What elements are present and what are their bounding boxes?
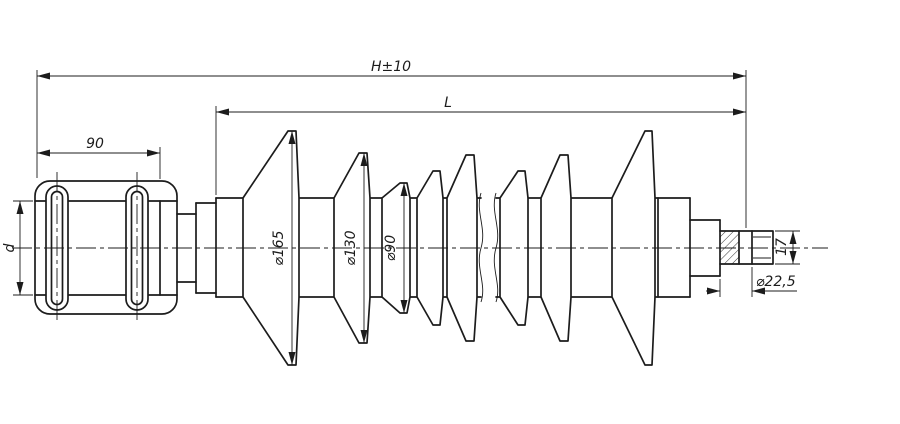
weather-shed xyxy=(499,170,529,326)
dim-pin-diameter-22-5: ⌀22,5 xyxy=(706,267,797,297)
clamp-body xyxy=(34,180,178,315)
dim-label-22-5: ⌀22,5 xyxy=(756,274,796,290)
dim-label-d: d xyxy=(2,243,18,252)
dim-label-90: 90 xyxy=(86,136,104,152)
dim-label-17: 17 xyxy=(774,238,790,256)
dim-label-H: H±10 xyxy=(371,59,411,75)
centerlines xyxy=(12,172,828,324)
thread-lines xyxy=(753,236,771,259)
dim-pin-length-17: 17 xyxy=(774,230,800,265)
break-lines xyxy=(478,192,499,303)
dim-overall-length-H: H±10 xyxy=(36,59,747,228)
dim-clamp-width-90: 90 xyxy=(37,136,161,179)
clamp-fitting xyxy=(34,180,178,315)
clamp-to-housing-transition xyxy=(176,197,217,298)
dim-label-L: L xyxy=(444,95,452,111)
dim-insulating-length-L: L xyxy=(215,95,746,195)
